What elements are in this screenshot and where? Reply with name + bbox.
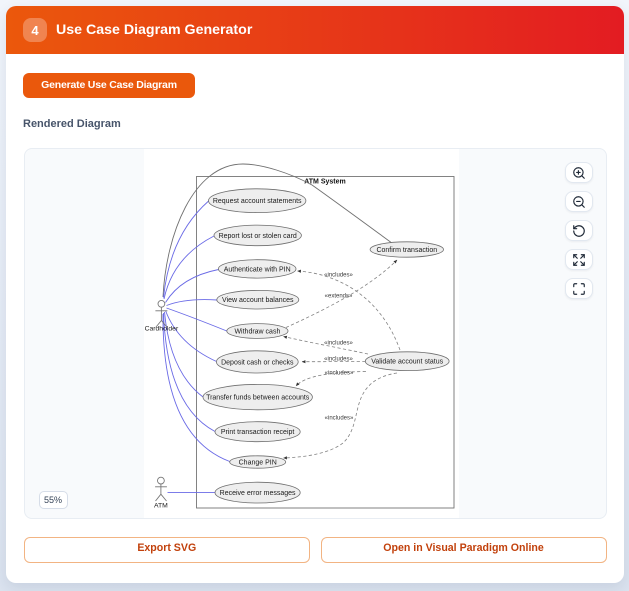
svg-text:Deposit cash or checks: Deposit cash or checks bbox=[221, 359, 294, 366]
svg-text:Authenticate with PIN: Authenticate with PIN bbox=[224, 266, 291, 273]
svg-text:«includes»: «includes» bbox=[324, 273, 353, 279]
svg-text:«includes»: «includes» bbox=[324, 356, 353, 362]
svg-text:View account balances: View account balances bbox=[222, 297, 294, 304]
svg-text:ATM: ATM bbox=[154, 502, 168, 509]
svg-text:ATM System: ATM System bbox=[304, 178, 346, 185]
svg-text:Cardholder: Cardholder bbox=[145, 326, 179, 333]
svg-text:Request account statements: Request account statements bbox=[213, 198, 302, 205]
svg-text:Change PIN: Change PIN bbox=[239, 460, 277, 467]
svg-text:«includes»: «includes» bbox=[325, 371, 354, 377]
svg-text:Receive error messages: Receive error messages bbox=[220, 490, 296, 497]
svg-text:Print transaction receipt: Print transaction receipt bbox=[221, 429, 295, 436]
svg-text:«extends»: «extends» bbox=[325, 294, 353, 300]
svg-text:«includes»: «includes» bbox=[324, 340, 353, 346]
svg-text:Confirm transaction: Confirm transaction bbox=[376, 247, 437, 254]
svg-text:Withdraw cash: Withdraw cash bbox=[234, 329, 280, 336]
svg-text:Validate account status: Validate account status bbox=[371, 359, 443, 366]
svg-text:«includes»: «includes» bbox=[325, 416, 354, 422]
svg-text:Transfer funds between account: Transfer funds between accounts bbox=[206, 395, 310, 402]
svg-text:Report lost or stolen card: Report lost or stolen card bbox=[219, 233, 297, 240]
